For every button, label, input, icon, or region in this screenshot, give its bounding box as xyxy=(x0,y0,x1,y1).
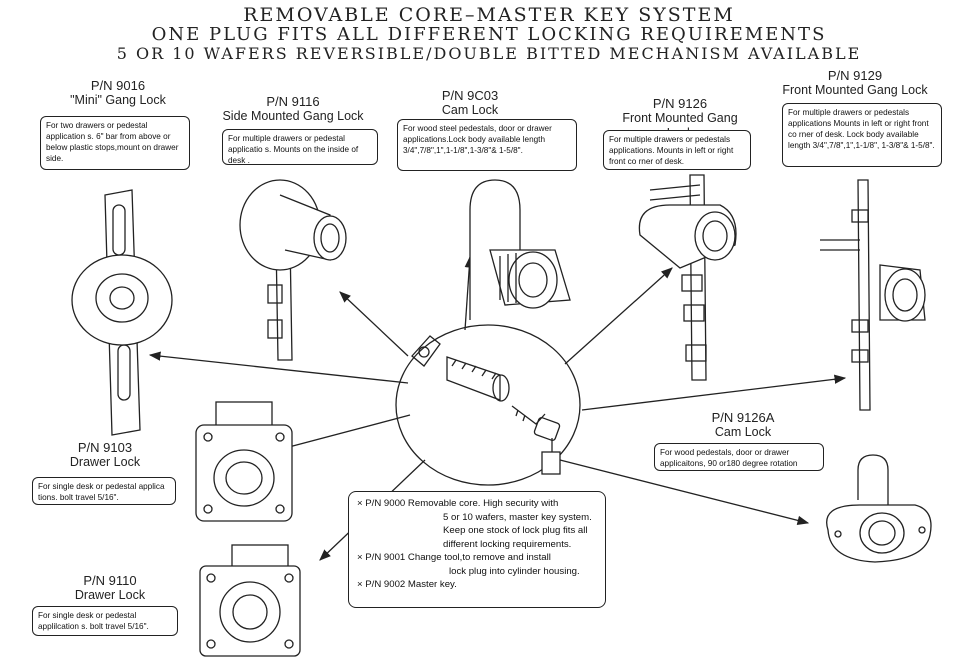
product-name: Cam Lock xyxy=(714,425,772,439)
note-line: lock plug into cylinder housing. xyxy=(449,565,580,577)
diagram-subtitle-1: ONE PLUG FITS ALL DIFFERENT LOCKING REQU… xyxy=(151,24,827,45)
note-line: × P/N 9000 Removable core. High security… xyxy=(357,498,559,509)
product-name: Front Mounted Gang Lock xyxy=(782,83,928,97)
product-label-9110: P/N 9110 Drawer Lock xyxy=(50,573,170,603)
product-name: Cam Lock xyxy=(441,103,499,117)
note-line: different locking requirements. xyxy=(443,538,572,550)
master-key-icon xyxy=(511,405,561,475)
product-label-9103: P/N 9103 Drawer Lock xyxy=(45,440,165,470)
diagram-title: REMOVABLE CORE–MASTER KEY SYSTEM xyxy=(243,4,735,26)
product-desc-9126: For multiple drawers or pedestals applic… xyxy=(603,130,751,170)
product-desc-9110: For single desk or pedestal applilcation… xyxy=(32,606,178,636)
part-number: P/N 9110 xyxy=(83,573,137,588)
product-desc-9c03: For wood steel pedestals, door or drawer… xyxy=(397,119,577,171)
part-number: P/N 9129 xyxy=(827,68,883,83)
part-number: P/N 9103 xyxy=(77,440,133,455)
product-desc-9016: For two drawers or pedestal application … xyxy=(40,116,190,170)
product-name: Drawer Lock xyxy=(69,455,141,469)
product-label-9116: P/N 9116 Side Mounted Gang Lock xyxy=(218,94,368,124)
cam-lock-9126a-illustration xyxy=(826,454,932,563)
part-number: P/N 9126 xyxy=(652,96,708,111)
note-line: 5 or 10 wafers, master key system. xyxy=(443,511,592,523)
product-name: Side Mounted Gang Lock xyxy=(222,109,364,123)
connector-arrows xyxy=(148,255,847,561)
product-label-9c03: P/N 9C03 Cam Lock xyxy=(420,88,520,118)
part-number: P/N 9C03 xyxy=(441,88,499,103)
note-line: × P/N 9002 Master key. xyxy=(357,579,457,590)
lock-plug-icon xyxy=(446,356,510,402)
side-mounted-gang-lock-illustration xyxy=(239,179,347,361)
front-mounted-gang-lock-illustration xyxy=(638,174,737,381)
removable-core-notes: × P/N 9000 Removable core. High security… xyxy=(348,491,606,608)
cam-lock-illustration xyxy=(469,179,571,320)
note-line: × P/N 9001 Change tool,to remove and ins… xyxy=(357,552,551,563)
product-desc-9103: For single desk or pedestal applica tion… xyxy=(32,477,176,505)
drawer-lock-9103-illustration xyxy=(195,401,293,522)
diagram-subtitle-2: 5 OR 10 WAFERS REVERSIBLE/DOUBLE BITTED … xyxy=(116,44,862,63)
mini-gang-lock-illustration xyxy=(71,189,173,436)
product-desc-9116: For multiple drawers or pedestal applica… xyxy=(222,129,378,165)
product-label-9129: P/N 9129 Front Mounted Gang Lock xyxy=(780,68,930,98)
removable-core-oval xyxy=(395,324,581,486)
product-name: Drawer Lock xyxy=(74,588,146,602)
part-number: P/N 9126A xyxy=(711,410,775,425)
drawer-lock-9110-illustration xyxy=(199,544,301,657)
part-number: P/N 9016 xyxy=(90,78,146,93)
product-name: "Mini" Gang Lock xyxy=(70,93,166,107)
change-tool-icon xyxy=(411,335,441,367)
front-mounted-gang-lock-9129-illustration xyxy=(820,179,926,411)
product-label-9126a: P/N 9126A Cam Lock xyxy=(688,410,798,440)
part-number: P/N 9116 xyxy=(266,94,320,109)
product-label-9016: P/N 9016 "Mini" Gang Lock xyxy=(48,78,188,108)
note-line: Keep one stock of lock plug fits all xyxy=(443,525,588,536)
product-desc-9129: For multiple drawers or pedestals applic… xyxy=(782,103,942,167)
product-desc-9126a: For wood pedestals, door or drawer appli… xyxy=(654,443,824,471)
